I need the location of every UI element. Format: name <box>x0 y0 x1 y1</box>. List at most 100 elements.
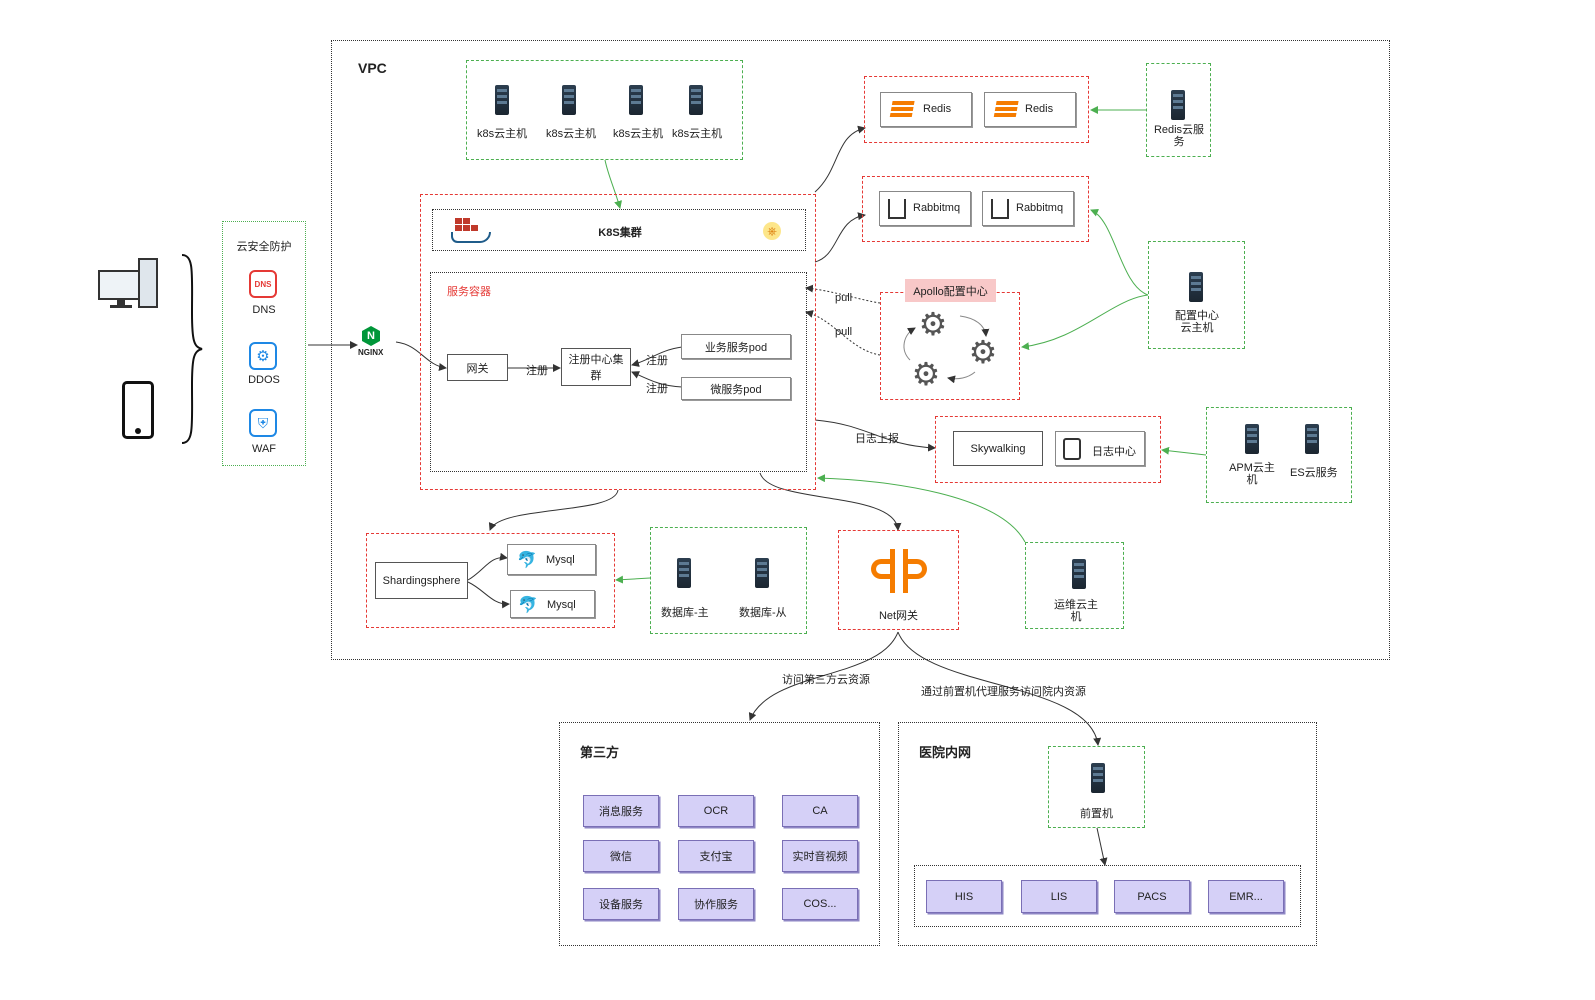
service-container-group: 服务容器 <box>430 272 807 472</box>
k8s-host-label: k8s云主机 <box>672 128 723 140</box>
k8s-host-label: k8s云主机 <box>546 128 597 140</box>
hospital-system: HIS <box>926 880 1002 913</box>
pull-label: pull <box>835 292 853 304</box>
cloud-security-title: 云安全防护 <box>236 241 292 253</box>
rabbitmq-group <box>862 176 1089 242</box>
rabbitmq-icon <box>888 199 906 219</box>
vpc-boundary <box>331 40 1390 660</box>
hospital-title: 医院内网 <box>919 745 972 760</box>
rabbitmq-node: Rabbitmq <box>982 191 1074 226</box>
k8s-hosts-group: k8s云主机 k8s云主机 k8s云主机 k8s云主机 <box>466 60 743 160</box>
third-party-link-label: 访问第三方云资源 <box>782 674 870 686</box>
register-label: 注册 <box>526 365 548 377</box>
k8s-host-label: k8s云主机 <box>613 128 664 140</box>
third-party-item: 设备服务 <box>583 888 659 920</box>
mysql-dolphin-icon: 🐬 <box>518 597 538 614</box>
hospital-systems-group <box>914 865 1301 927</box>
third-party-item: COS... <box>782 888 858 920</box>
server-icon <box>629 85 643 115</box>
helm-icon: ⎈ <box>763 222 781 240</box>
apollo-group <box>880 292 1020 400</box>
config-host-group: 配置中心云主机 <box>1148 241 1245 349</box>
server-icon <box>1305 424 1319 454</box>
micro-pod: 微服务pod <box>681 377 791 400</box>
third-party-item: CA <box>782 795 858 827</box>
es-service-label: ES云服务 <box>1290 467 1338 479</box>
ops-host-label: 运维云主机 <box>1054 599 1098 623</box>
server-icon <box>1072 559 1086 589</box>
gear-icon: ⚙ <box>968 334 998 370</box>
rabbitmq-node: Rabbitmq <box>879 191 971 226</box>
waf-shield-icon: ⛨ <box>249 409 277 437</box>
log-group <box>935 416 1161 483</box>
net-gateway-group: Net网关 <box>838 530 959 630</box>
pull-label: pull <box>835 326 853 338</box>
k8s-host-label: k8s云主机 <box>477 128 528 140</box>
database-group <box>366 533 615 628</box>
front-host-label: 前置机 <box>1080 808 1113 820</box>
k8s-cluster-header: K8S集群 ⎈ <box>432 209 806 251</box>
register-label: 注册 <box>646 355 668 367</box>
third-party-item: 协作服务 <box>678 888 754 920</box>
business-pod: 业务服务pod <box>681 334 791 359</box>
log-document-icon <box>1063 438 1081 460</box>
server-icon <box>1091 763 1105 793</box>
db-master-label: 数据库-主 <box>661 607 709 619</box>
third-party-item: 实时音视频 <box>782 840 858 872</box>
ddos-label: DDOS <box>248 374 280 386</box>
apm-es-group: APM云主机 ES云服务 <box>1206 407 1352 503</box>
skywalking-node: Skywalking <box>953 431 1043 466</box>
apollo-title: Apollo配置中心 <box>905 279 996 302</box>
service-container-title: 服务容器 <box>447 286 491 298</box>
third-party-item: OCR <box>678 795 754 827</box>
front-host-group: 前置机 <box>1048 746 1145 828</box>
mysql-node: 🐬 Mysql <box>510 590 595 618</box>
db-slave-label: 数据库-从 <box>739 607 787 619</box>
vpc-title: VPC <box>358 60 387 76</box>
mysql-node: 🐬 Mysql <box>507 544 596 575</box>
server-icon <box>495 85 509 115</box>
log-center-node: 日志中心 <box>1055 431 1145 466</box>
hospital-panel: 医院内网 <box>898 722 1317 946</box>
gateway-node: 网关 <box>447 354 508 381</box>
docker-whale-icon <box>451 218 495 244</box>
third-party-item: 消息服务 <box>583 795 659 827</box>
server-icon <box>677 558 691 588</box>
redis-cloud-group: Redis云服务 <box>1146 63 1211 157</box>
gear-icon: ⚙ <box>911 356 941 392</box>
dns-icon: DNS <box>249 270 277 298</box>
shardingsphere-node: Shardingsphere <box>375 562 468 599</box>
nginx-label: NGINX <box>358 348 384 357</box>
redis-cloud-label: Redis云服务 <box>1153 124 1205 148</box>
net-gateway-icon <box>871 549 927 593</box>
hospital-system: PACS <box>1114 880 1190 913</box>
server-icon <box>755 558 769 588</box>
config-host-label: 配置中心云主机 <box>1175 310 1219 334</box>
register-label: 注册 <box>646 383 668 395</box>
hospital-system: LIS <box>1021 880 1097 913</box>
gear-icon: ⚙ <box>918 306 948 342</box>
dns-label: DNS <box>252 304 276 316</box>
ddos-shield-icon: ⚙ <box>249 342 277 370</box>
cloud-security-panel: 云安全防护 DNS DNS ⚙ DDOS ⛨ WAF <box>222 221 306 466</box>
third-party-item: 微信 <box>583 840 659 872</box>
ops-host-group: 运维云主机 <box>1025 542 1124 629</box>
net-gateway-label: Net网关 <box>878 610 919 622</box>
server-icon <box>1189 272 1203 302</box>
log-report-label: 日志上报 <box>855 433 899 445</box>
server-icon <box>562 85 576 115</box>
registry-node: 注册中心集群 <box>561 348 631 386</box>
redis-group <box>864 76 1089 143</box>
third-party-panel: 第三方 <box>559 722 880 946</box>
third-party-title: 第三方 <box>580 745 620 760</box>
redis-node: Redis <box>984 92 1076 127</box>
apm-host-label: APM云主机 <box>1229 462 1275 486</box>
client-brace <box>181 254 203 444</box>
server-icon <box>689 85 703 115</box>
hospital-system: EMR... <box>1208 880 1284 913</box>
waf-label: WAF <box>251 443 277 455</box>
redis-node: Redis <box>880 92 972 127</box>
mysql-dolphin-icon: 🐬 <box>517 552 537 569</box>
server-icon <box>1245 424 1259 454</box>
